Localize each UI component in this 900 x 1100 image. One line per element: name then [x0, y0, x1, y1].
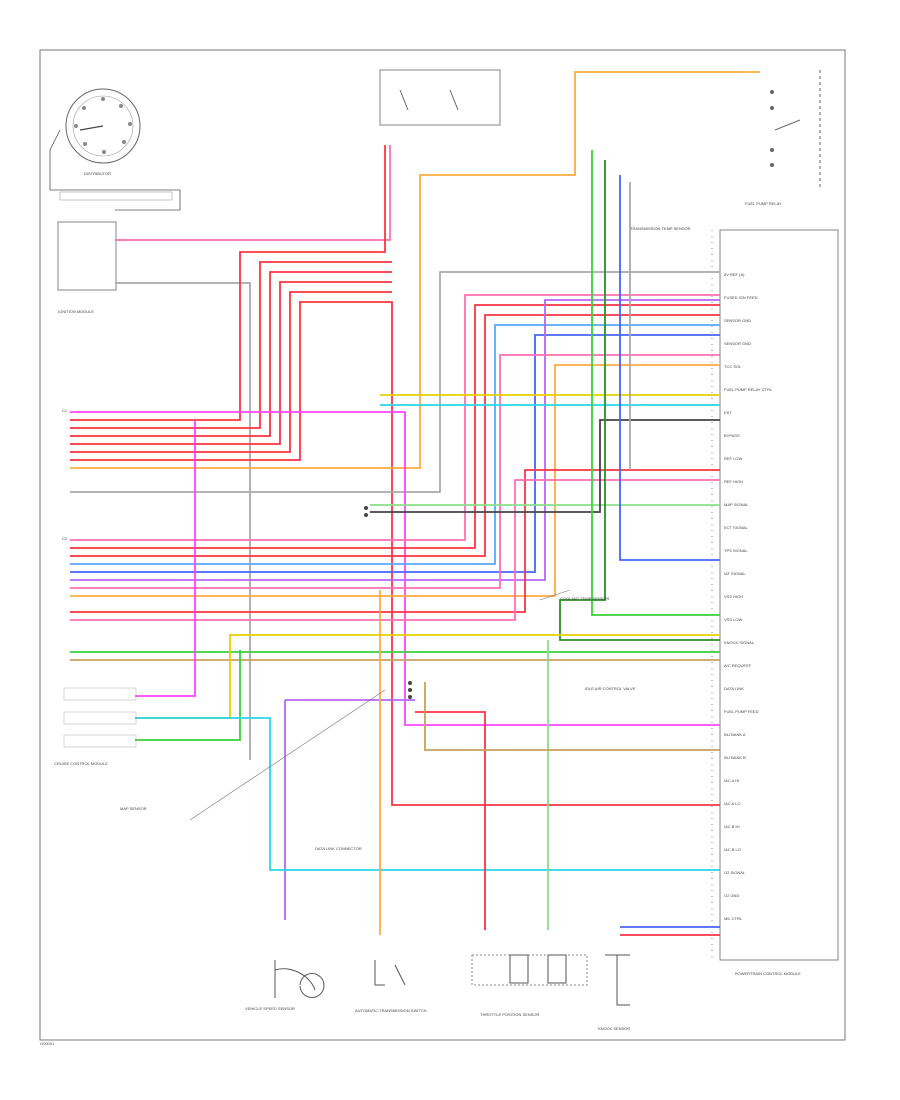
knock-sensor: KNOCK SENSOR: [598, 954, 630, 1031]
pcm-pin-label: FUEL PUMP RELAY CTRL: [724, 387, 773, 392]
wire-purple-16: [70, 299, 720, 581]
pcm-pin-label: FUSED IGN FEED: [724, 295, 758, 300]
pcm-pin-label: O2 SIGNAL: [724, 870, 746, 875]
wire-red-2: [70, 145, 386, 421]
wire-red-4: [70, 271, 392, 437]
fuel-pump-relay-label: FUEL PUMP RELAY: [745, 201, 782, 206]
ect-switch-label: TRANSMISSION TEMP SENSOR: [630, 226, 691, 231]
center-connector-dots: [364, 506, 412, 699]
wire-gray-9: [70, 271, 720, 493]
wire-orange-8: [70, 71, 760, 469]
map-label: MAP SENSOR: [120, 806, 147, 811]
tps-label: THROTTLE POSITION SENSOR: [480, 1012, 539, 1017]
wire-blue-15: [70, 334, 720, 573]
wire-pink-0: [115, 145, 391, 241]
ect-label: COOLANT TEMP SENSOR: [560, 596, 609, 601]
cruise-label: CRUISE CONTROL MODULE: [54, 761, 108, 766]
wire-purple-34: [284, 699, 415, 920]
pcm-pin-label: FUEL PUMP FEED: [724, 709, 759, 714]
pcm-pin-label: INJ BANK A: [724, 732, 746, 737]
pcm-pin-label: KNOCK SIGNAL: [724, 640, 755, 645]
pcm-pin-label: VSS HIGH: [724, 594, 743, 599]
pcm: POWERTRAIN CONTROL MODULE: [711, 229, 839, 976]
wire-dk_green-28: [559, 160, 720, 641]
wire-red-7: [70, 301, 720, 806]
wire-tan-38: [424, 682, 720, 751]
wire-red-37: [415, 711, 486, 930]
svg-text:C2: C2: [62, 536, 68, 541]
vehicle-speed-sensor: VEHICLE SPEED SENSOR: [245, 960, 325, 1011]
pcm-pin-label: IAC A LO: [724, 801, 740, 806]
wire-red-5: [70, 281, 392, 445]
pcm-pin-label: O2 GND: [724, 893, 739, 898]
pcm-pin-label: IAT SIGNAL: [724, 571, 746, 576]
pcm-pin-label: TPS SIGNAL: [724, 548, 748, 553]
distributor-label: DISTRIBUTOR: [84, 171, 111, 176]
ignition-module: IGNITION MODULE: [57, 221, 117, 314]
wire-red-6: [70, 291, 392, 453]
footer-code: G00001: [40, 1041, 55, 1046]
wire-red-13: [70, 314, 720, 557]
diagram-frame: [39, 49, 846, 1041]
pcm-pin-label: BYPASS: [724, 433, 740, 438]
wire-lt_blue-14: [70, 324, 720, 565]
left-connector: C1 C2: [62, 408, 68, 541]
wire-red-19: [70, 469, 720, 613]
pcm-pin-label: SENSOR GND: [724, 318, 751, 323]
wire-red-3: [70, 261, 392, 429]
knock-label: KNOCK SENSOR: [598, 1026, 630, 1031]
pcm-pin-label: A/C REQUEST: [724, 663, 752, 668]
wire-black-26: [370, 419, 720, 513]
wire-pink-11: [70, 294, 720, 541]
wire-pink-17: [70, 354, 720, 589]
pcm-pin-label: REF HIGH: [724, 479, 743, 484]
wire-yellow-31: [135, 634, 720, 719]
wire-red-12: [70, 304, 720, 549]
at-switch-label: AUTOMATIC TRANSMISSION SWITCH: [355, 1008, 427, 1013]
ignition-switch-block: [379, 69, 501, 126]
distributor: DISTRIBUTOR: [65, 88, 141, 176]
pcm-pin-label: IAC B LO: [724, 847, 741, 852]
svg-text:C1: C1: [62, 408, 68, 413]
pcm-pin-label: SENSOR GND: [724, 341, 751, 346]
pcm-pin-label: DATA LINK: [724, 686, 744, 691]
wire-blue-29: [619, 175, 720, 561]
ignition-module-label: IGNITION MODULE: [58, 309, 94, 314]
pcm-pin-label: MAP SIGNAL: [724, 502, 749, 507]
cruise-module-labels: CRUISE CONTROL MODULE: [54, 687, 137, 766]
throttle-position-sensor: THROTTLE POSITION SENSOR: [471, 954, 588, 1017]
data-link-label: DATA LINK CONNECTOR: [315, 846, 362, 851]
pcm-pin-label: 5V REF (A): [724, 272, 745, 277]
wire-gray-1: [115, 282, 251, 760]
wire-green-32: [135, 650, 241, 741]
iac-label: IDLE AIR CONTROL VALVE: [585, 686, 636, 691]
wire-magenta-33: [135, 420, 196, 697]
pcm-pin-label: VSS LOW: [724, 617, 742, 622]
pcm-pin-label: ECT SIGNAL: [724, 525, 748, 530]
pcm-pin-label: IAC B HI: [724, 824, 740, 829]
vss-label: VEHICLE SPEED SENSOR: [245, 1006, 295, 1011]
wire-cyan-35: [135, 717, 720, 871]
pcm-pin-label: EST: [724, 410, 732, 415]
pcm-pin-label: IAC A HI: [724, 778, 739, 783]
wire-green-27: [591, 150, 720, 616]
pcm-label: POWERTRAIN CONTROL MODULE: [735, 971, 801, 976]
pcm-pin-label: INJ BANK B: [724, 755, 746, 760]
pcm-pin-label: TCC SOL: [724, 364, 742, 369]
fuel-pump-relay: FUEL PUMP RELAY: [745, 70, 821, 206]
pcm-pin-label: REF LOW: [724, 456, 742, 461]
pcm-pin-label: MIL CTRL: [724, 916, 743, 921]
wire-magenta-10: [70, 411, 720, 726]
transmission-switch: AUTOMATIC TRANSMISSION SWITCH: [355, 960, 427, 1013]
wire-pink-20: [70, 479, 720, 621]
